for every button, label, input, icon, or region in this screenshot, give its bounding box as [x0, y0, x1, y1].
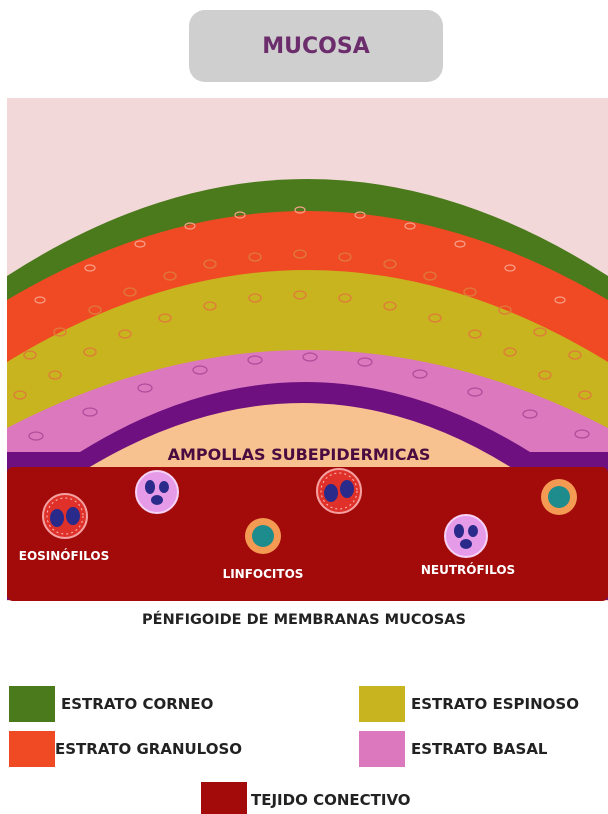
legend-swatch-granulosum: [9, 731, 55, 767]
legend-swatch-basale: [359, 731, 405, 767]
eosinophil-cell: [317, 469, 361, 513]
neutrophil-cell: [445, 515, 487, 557]
lymphocyte-cell: [245, 518, 281, 554]
eosinophils-label: EOSINÓFILOS: [19, 548, 109, 563]
lymphocyte-cell: [541, 479, 577, 515]
neutrophil-cell: [136, 471, 178, 513]
eosinophil-cell: [43, 494, 87, 538]
legend-label-basale: ESTRATO BASAL: [411, 740, 548, 758]
legend-label-corneum: ESTRATO CORNEO: [61, 695, 213, 713]
legend-swatch-spinosum: [359, 686, 405, 722]
neutrophils-label: NEUTRÓFILOS: [421, 562, 515, 577]
legend-swatch-corneum: [9, 686, 55, 722]
legend-label-spinosum: ESTRATO ESPINOSO: [411, 695, 579, 713]
lymphocytes-label: LINFOCITOS: [223, 567, 304, 581]
legend-label-granulosum: ESTRATO GRANULOSO: [55, 740, 242, 758]
blister-label: AMPOLLAS SUBEPIDERMICAS: [168, 445, 431, 464]
diagram-caption: PÉNFIGOIDE DE MEMBRANAS MUCOSAS: [0, 612, 608, 628]
connective-tissue: [7, 467, 608, 601]
legend-swatch-connective: [201, 782, 247, 814]
legend-label-connective: TEJIDO CONECTIVO: [251, 791, 411, 809]
